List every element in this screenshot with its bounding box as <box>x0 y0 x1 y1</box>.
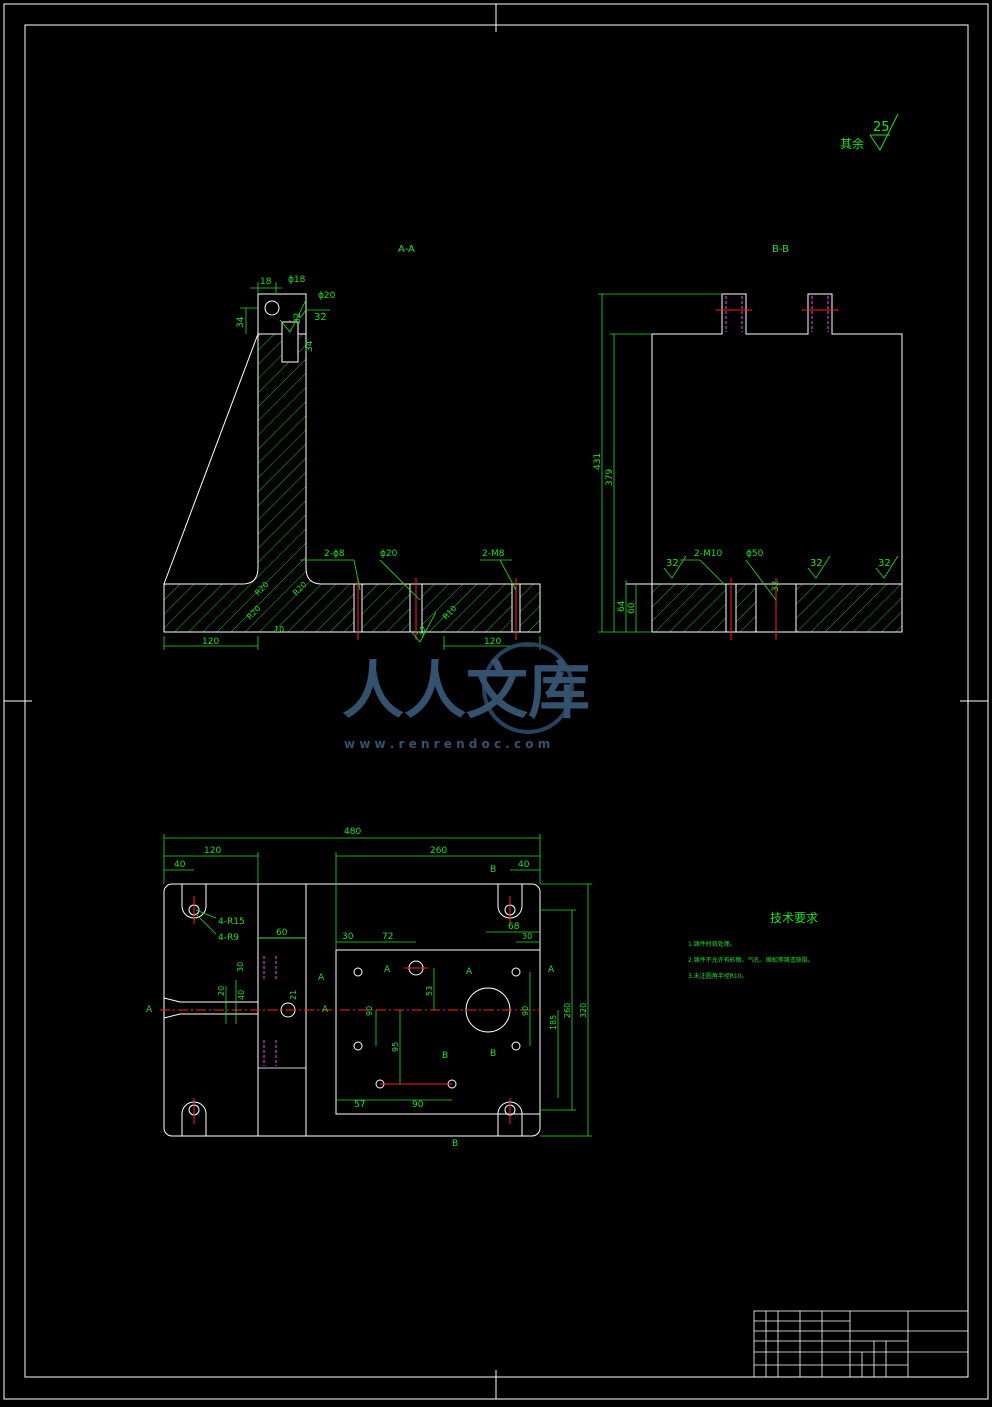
aa-height-left: 34 <box>236 316 246 328</box>
mark-b-mid2: B <box>490 1049 496 1059</box>
mark-a-center: A <box>322 1005 329 1015</box>
plan-dim-20: 20 <box>217 986 226 996</box>
plan-dim-40-left: 40 <box>174 860 186 870</box>
bb-hole-phi50: ϕ50 <box>746 549 764 559</box>
aa-bore-dia: ϕ20 <box>318 291 336 301</box>
plan-dim-95: 95 <box>391 1042 400 1052</box>
mark-b-top: B <box>490 865 496 875</box>
tech-req-item-1: 1.铸件时效处理。 <box>688 940 736 948</box>
mark-a-right2: A <box>548 965 555 975</box>
watermark: 人人文库 w w w . r e n r e n d o c . c o m <box>342 642 590 751</box>
aa-height-small: 34 <box>305 340 315 352</box>
bb-rough-b: 32 <box>810 558 823 569</box>
mark-a-right: A <box>466 967 473 977</box>
plan-dim-30c: 30 <box>522 932 532 941</box>
bb-h-60: 60 <box>627 602 637 614</box>
plan-dim-40v: 40 <box>237 990 246 1000</box>
bb-h-64: 64 <box>617 600 627 612</box>
plan-slot-r9: 4-R9 <box>218 933 239 943</box>
aa-hole-dia: ϕ18 <box>288 275 306 285</box>
plan-dim-260: 260 <box>430 846 447 856</box>
aa-dim-10: 10 <box>274 625 284 634</box>
tech-req-item-3: 3.未注圆角半径R10。 <box>688 972 748 980</box>
aa-rough-bottom: 32 <box>416 625 430 640</box>
section-aa-view: 18 ϕ18 ϕ20 34 32 32 34 2-ϕ8 ϕ20 2-M8 120… <box>163 275 541 650</box>
plan-dim-260v: 260 <box>563 1003 572 1018</box>
mark-b-mid: B <box>442 1051 448 1061</box>
roughness-note: 其余 25 <box>840 113 899 151</box>
title-block <box>753 1310 969 1378</box>
aa-rough-top2: 32 <box>314 312 327 323</box>
plan-slot-r15: 4-R15 <box>218 917 245 927</box>
roughness-value: 25 <box>873 120 890 135</box>
mark-b-bottom: B <box>452 1139 458 1149</box>
plan-dim-30b: 30 <box>342 932 354 942</box>
section-aa-label: A-A <box>398 244 415 255</box>
section-bb-view: 431 379 64 60 2-M10 ϕ50 32 32 32 32 <box>593 293 903 640</box>
plan-dim-72: 72 <box>382 932 393 942</box>
bb-hole-m10: 2-M10 <box>694 549 722 559</box>
plan-dim-57: 57 <box>354 1100 365 1110</box>
aa-top-width: 18 <box>260 277 272 287</box>
plan-dim-53: 53 <box>425 986 434 996</box>
watermark-text: 人人文库 <box>342 654 590 727</box>
plan-dim-21: 21 <box>289 990 298 1000</box>
aa-left-len: 120 <box>202 637 219 647</box>
aa-hole-2-phi8: 2-ϕ8 <box>324 549 345 559</box>
tech-requirements: 技术要求 1.铸件时效处理。 2.铸件不允许有砂眼、气孔、缩松等铸造缺陷。 3.… <box>688 911 818 980</box>
plan-dim-40-right: 40 <box>518 860 530 870</box>
plan-dim-90v: 90 <box>365 1006 374 1016</box>
bb-rough-d: 32 <box>771 581 781 592</box>
roughness-prefix: 其余 <box>840 136 864 151</box>
plan-dim-120: 120 <box>204 846 221 856</box>
tech-req-item-2: 2.铸件不允许有砂眼、气孔、缩松等铸造缺陷。 <box>688 956 814 964</box>
plan-dim-90h: 90 <box>412 1100 424 1110</box>
plan-dim-68: 68 <box>508 922 520 932</box>
plan-dim-185: 185 <box>549 1015 558 1030</box>
section-bb-label: B-B <box>772 244 789 255</box>
plan-view: 480 120 260 40 40 4-R15 4-R9 60 30 30 72… <box>146 827 592 1149</box>
mark-a-center2: A <box>384 965 391 975</box>
plan-dim-60: 60 <box>276 928 288 938</box>
plan-dim-90v2: 90 <box>521 1006 530 1016</box>
bb-h-total: 431 <box>593 453 603 470</box>
watermark-url: w w w . r e n r e n d o c . c o m <box>344 737 550 751</box>
aa-rough-top: 32 <box>293 313 303 324</box>
tech-req-title: 技术要求 <box>770 911 818 925</box>
plan-dim-480: 480 <box>344 827 361 837</box>
bb-h-inner: 379 <box>605 469 615 486</box>
mark-a-left: A <box>146 1005 153 1015</box>
mark-a-mid: A <box>318 973 325 983</box>
centering-marks <box>4 4 988 1399</box>
plan-dim-30: 30 <box>236 962 245 972</box>
bb-rough-c: 32 <box>878 558 891 569</box>
lug-hole <box>264 300 280 316</box>
aa-hole-phi20: ϕ20 <box>380 549 398 559</box>
aa-right-len: 120 <box>484 637 501 647</box>
bb-rough-a: 32 <box>666 558 679 569</box>
aa-hole-2-m8: 2-M8 <box>482 549 505 559</box>
plan-dim-320: 320 <box>579 1003 588 1018</box>
